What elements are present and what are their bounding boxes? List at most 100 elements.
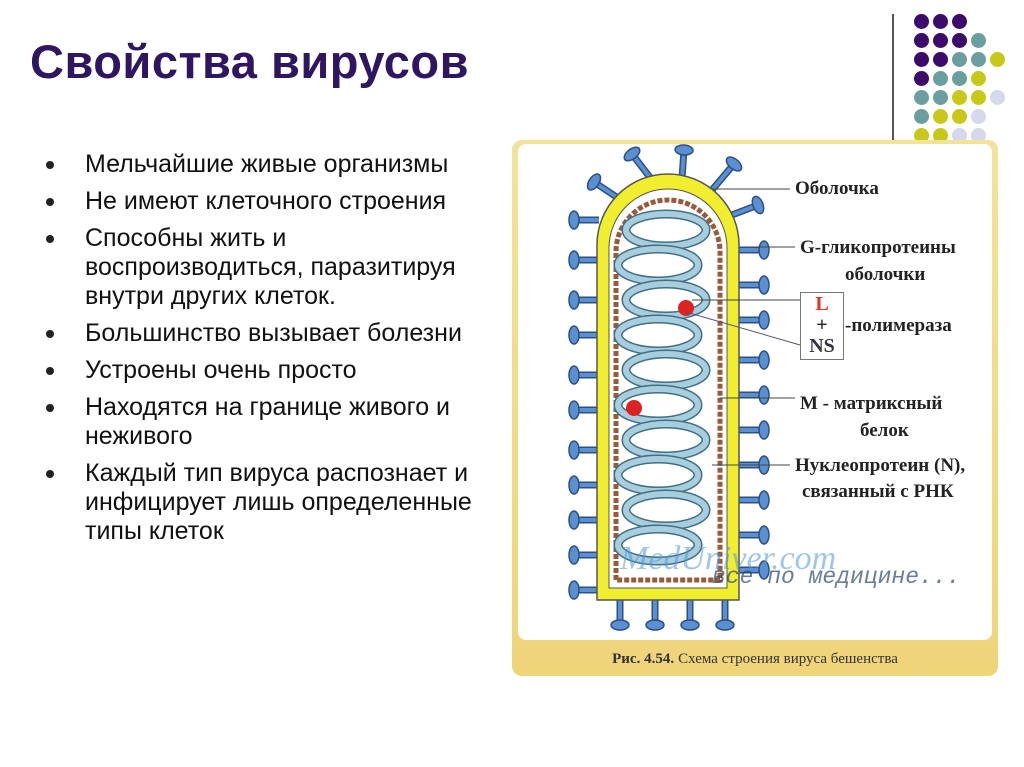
label-polymerase: -полимераза	[845, 315, 952, 336]
coil-turn-inner	[615, 526, 701, 564]
decor-dot	[933, 109, 948, 124]
label-envelope: Оболочка	[795, 178, 879, 199]
decor-dot	[952, 33, 967, 48]
decor-dot	[971, 52, 986, 67]
spike	[645, 598, 665, 631]
spike	[568, 250, 599, 270]
label-glycoprotein-2: оболочки	[845, 264, 926, 285]
spike	[568, 545, 599, 565]
decor-dot	[952, 90, 967, 105]
decor-dot	[933, 14, 948, 29]
decor-dot	[971, 109, 986, 124]
bullet-text: Большинство вызывает болезни	[85, 319, 462, 347]
spike	[568, 510, 599, 530]
decor-dot	[952, 128, 967, 143]
decor-dot	[952, 71, 967, 86]
decor-dot	[914, 90, 929, 105]
spike	[737, 310, 770, 330]
label-nucleoprotein: Нуклеопротеин (N),	[795, 455, 966, 476]
virus-illustration	[512, 140, 998, 676]
bullet-text: Мельчайшие живые организмы	[85, 150, 449, 178]
spike	[737, 275, 770, 295]
watermark-subtitle: все по медицине...	[712, 564, 961, 590]
decor-dot	[990, 52, 1005, 67]
label-glycoprotein: G-гликопротеины	[800, 237, 956, 258]
bullet-item: Находятся на границе живого и неживого	[44, 393, 484, 451]
spike	[737, 560, 770, 580]
bullet-icon	[46, 404, 54, 412]
bullet-text: Находятся на границе живого и неживого	[85, 393, 451, 450]
bullet-item: Мельчайшие живые организмы	[44, 150, 484, 179]
label-nucleoprotein-2: связанный с РНК	[802, 481, 954, 502]
decor-dot	[933, 71, 948, 86]
decor-dot	[971, 33, 986, 48]
bullet-icon	[46, 198, 54, 206]
decor-dot	[990, 90, 1005, 105]
bullet-item: Большинство вызывает болезни	[44, 319, 484, 348]
decor-dot	[914, 14, 929, 29]
bullet-icon	[46, 367, 54, 375]
spike	[568, 475, 599, 495]
spike	[568, 290, 599, 310]
label-ns: NS	[809, 335, 835, 357]
spike	[568, 440, 599, 460]
decor-dot	[952, 109, 967, 124]
decor-dot	[914, 128, 929, 143]
label-l: L	[815, 293, 829, 315]
decor-dot	[914, 71, 929, 86]
matrix-protein-layer	[613, 197, 723, 583]
spike	[568, 365, 599, 385]
polymerase-box: L + NS	[800, 292, 844, 360]
decor-dot	[971, 90, 986, 105]
figure-caption: Рис. 4.54.Схема строения вируса бешенств…	[512, 651, 998, 668]
polymerase-dot-l	[678, 300, 694, 316]
spike	[568, 210, 599, 230]
bullet-text: Способны жить и воспроизводиться, парази…	[85, 224, 456, 310]
spike	[680, 598, 700, 631]
spike	[568, 400, 599, 420]
label-matrix: М - матриксный	[800, 393, 943, 414]
decor-dot	[914, 109, 929, 124]
bullet-text: Каждый тип вируса распознает и инфицируе…	[85, 459, 472, 545]
spike	[568, 580, 599, 600]
spike	[737, 385, 770, 405]
spike	[737, 350, 770, 370]
decor-dot	[952, 14, 967, 29]
decor-dot	[952, 52, 967, 67]
decor-dot	[933, 52, 948, 67]
virus-diagram: Оболочка G-гликопротеины оболочки L + NS…	[512, 140, 998, 676]
spike	[610, 598, 630, 631]
spike	[623, 146, 655, 183]
bullet-text: Устроены очень просто	[85, 356, 357, 384]
spike	[674, 144, 694, 179]
caption-number: Рис. 4.54.	[612, 651, 675, 667]
watermark: MedUniver.com	[620, 540, 837, 577]
label-lines	[685, 188, 801, 466]
bullet-icon	[46, 330, 54, 338]
polymerase-dot-ns	[626, 400, 642, 416]
bullet-text: Не имеют клеточного строения	[85, 187, 447, 215]
decor-dot	[914, 52, 929, 67]
bullet-icon	[46, 161, 54, 169]
decor-dot	[914, 33, 929, 48]
spike	[709, 156, 743, 193]
bullet-icon	[46, 235, 54, 243]
bullet-item: Устроены очень просто	[44, 356, 484, 385]
decor-dot	[933, 90, 948, 105]
decor-dot	[971, 128, 986, 143]
spike	[730, 195, 765, 219]
label-plus: +	[816, 314, 828, 336]
spike	[737, 240, 770, 260]
label-matrix-2: белок	[860, 420, 909, 441]
bullet-item: Способны жить и воспроизводиться, парази…	[44, 224, 484, 311]
divider-line	[892, 14, 894, 142]
spike	[715, 598, 735, 631]
decor-dot	[971, 71, 986, 86]
spike	[737, 420, 770, 440]
slide-title: Свойства вирусов	[30, 35, 470, 88]
decor-dot	[933, 33, 948, 48]
bullet-item: Каждый тип вируса распознает и инфицируе…	[44, 459, 484, 546]
spike	[568, 325, 599, 345]
decor-dot	[933, 128, 948, 143]
bullet-item: Не имеют клеточного строения	[44, 187, 484, 216]
